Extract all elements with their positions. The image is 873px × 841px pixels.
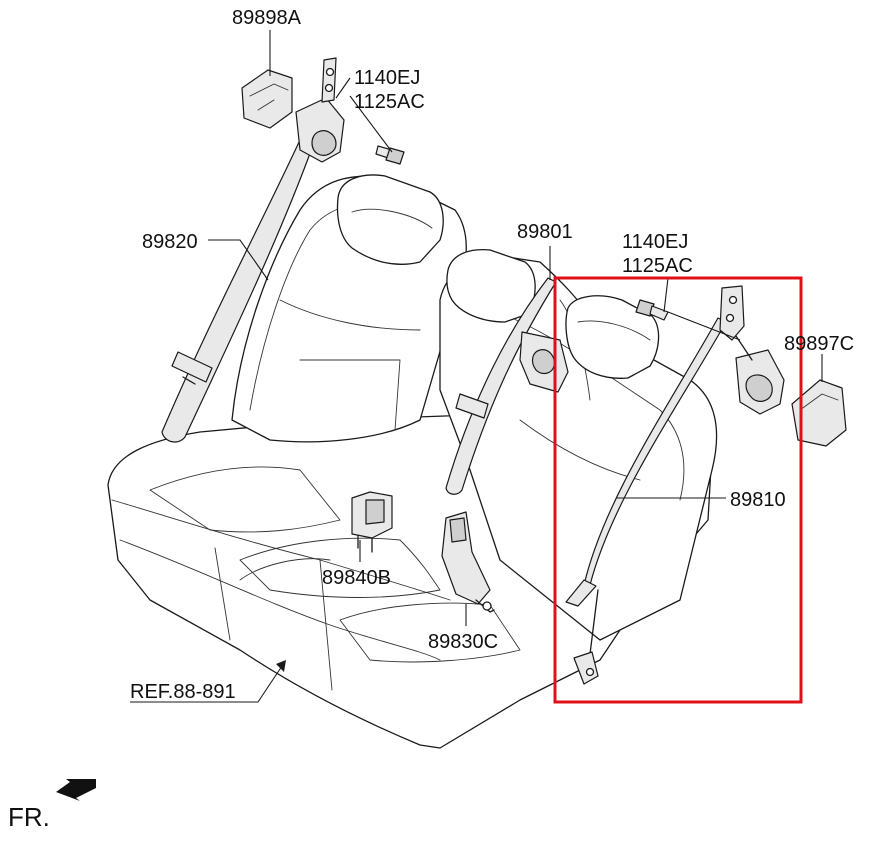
- label-1140EJ-right: 1140EJ: [622, 231, 688, 253]
- bolt-right: [635, 299, 669, 321]
- buckle-89830C: [441, 511, 495, 613]
- center-buckle-89840B: [351, 491, 393, 553]
- right-seat-belt-89810: [565, 317, 727, 685]
- left-cover-89898A: [241, 69, 293, 129]
- right-cover-89897C: [791, 379, 847, 447]
- bolt-top: [375, 145, 405, 165]
- label-ref: REF.88-891: [130, 681, 236, 703]
- arrow-front-left-icon: [56, 779, 96, 801]
- label-89898A: 89898A: [232, 7, 302, 29]
- label-fr: FR.: [8, 802, 50, 832]
- highlight-box: [553, 276, 803, 704]
- right-retractor: [719, 285, 785, 415]
- label-89840B: 89840B: [322, 567, 391, 589]
- label-1125AC-top: 1125AC: [354, 91, 425, 113]
- label-89810: 89810: [730, 489, 786, 511]
- label-89897C: 89897C: [784, 333, 854, 355]
- label-89801: 89801: [517, 221, 573, 243]
- label-89820: 89820: [142, 231, 198, 253]
- label-1140EJ-top: 1140EJ: [354, 67, 420, 89]
- label-1125AC-right: 1125AC: [622, 255, 693, 277]
- left-retractor: [295, 57, 345, 163]
- label-89830C: 89830C: [428, 631, 498, 653]
- leader-lines: [130, 30, 823, 703]
- left-seat-belt-89820: [161, 139, 313, 443]
